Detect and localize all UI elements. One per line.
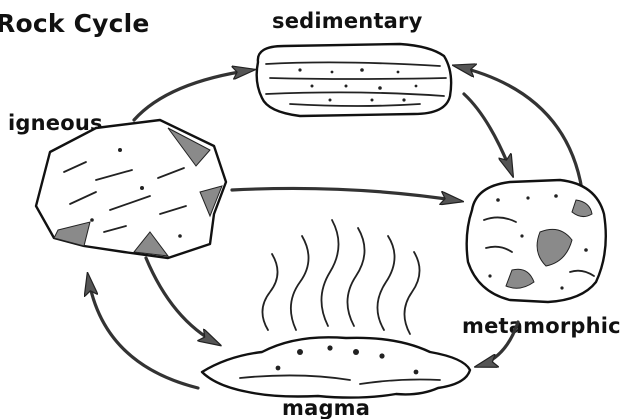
label-sedimentary: sedimentary — [272, 9, 423, 33]
magma-illustration — [202, 337, 470, 397]
igneous-rock-illustration — [36, 120, 226, 258]
diagram-title: Rock Cycle — [0, 9, 150, 38]
arrow-igneous-to-metamorphic — [232, 188, 460, 201]
sedimentary-rock-illustration — [257, 44, 451, 116]
metamorphic-rock-illustration — [467, 180, 606, 302]
arrow-magma-to-igneous — [88, 276, 198, 388]
arrow-metamorphic-to-sedimentary — [456, 66, 582, 190]
label-metamorphic: metamorphic — [462, 314, 621, 338]
arrow-igneous-to-magma — [146, 258, 218, 344]
arrow-sedimentary-to-metamorphic — [464, 94, 512, 174]
heat-waves — [262, 220, 419, 334]
label-magma: magma — [282, 396, 370, 419]
arrow-igneous-to-sedimentary — [134, 70, 252, 120]
